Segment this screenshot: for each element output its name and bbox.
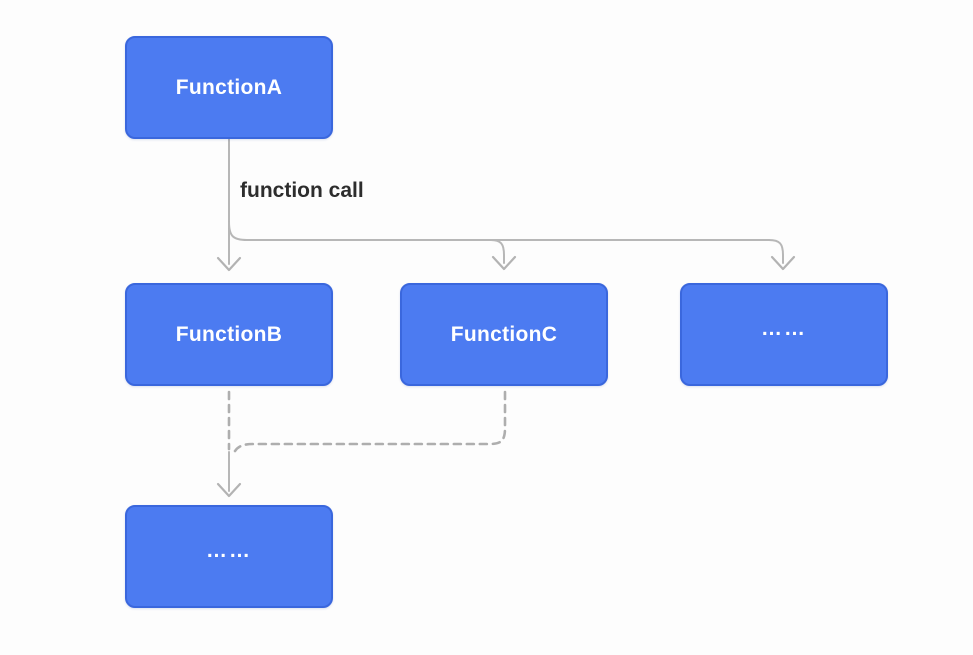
node-function-a-label: FunctionA	[175, 75, 283, 99]
edge-label-function-call: function call	[240, 179, 364, 202]
node-more-bottom-label: ……	[206, 538, 252, 562]
node-function-c-label: FunctionC	[450, 322, 558, 346]
node-function-c: FunctionC	[400, 283, 608, 386]
edge-a-to-c-drop	[490, 239, 505, 264]
arrowhead-into-more-right	[770, 255, 796, 271]
arrowhead-into-more-bottom	[216, 482, 242, 498]
edge-a-horizontal-rail	[228, 221, 784, 264]
node-more-right: ……	[680, 283, 888, 386]
node-more-right-label: ……	[761, 316, 807, 340]
node-function-b: FunctionB	[125, 283, 333, 386]
node-more-bottom: ……	[125, 505, 333, 608]
node-function-a: FunctionA	[125, 36, 333, 139]
arrowhead-into-function-c	[491, 255, 517, 271]
arrowhead-into-function-b	[216, 256, 242, 272]
edge-c-dashed-line	[231, 390, 507, 457]
node-function-b-label: FunctionB	[175, 322, 283, 346]
